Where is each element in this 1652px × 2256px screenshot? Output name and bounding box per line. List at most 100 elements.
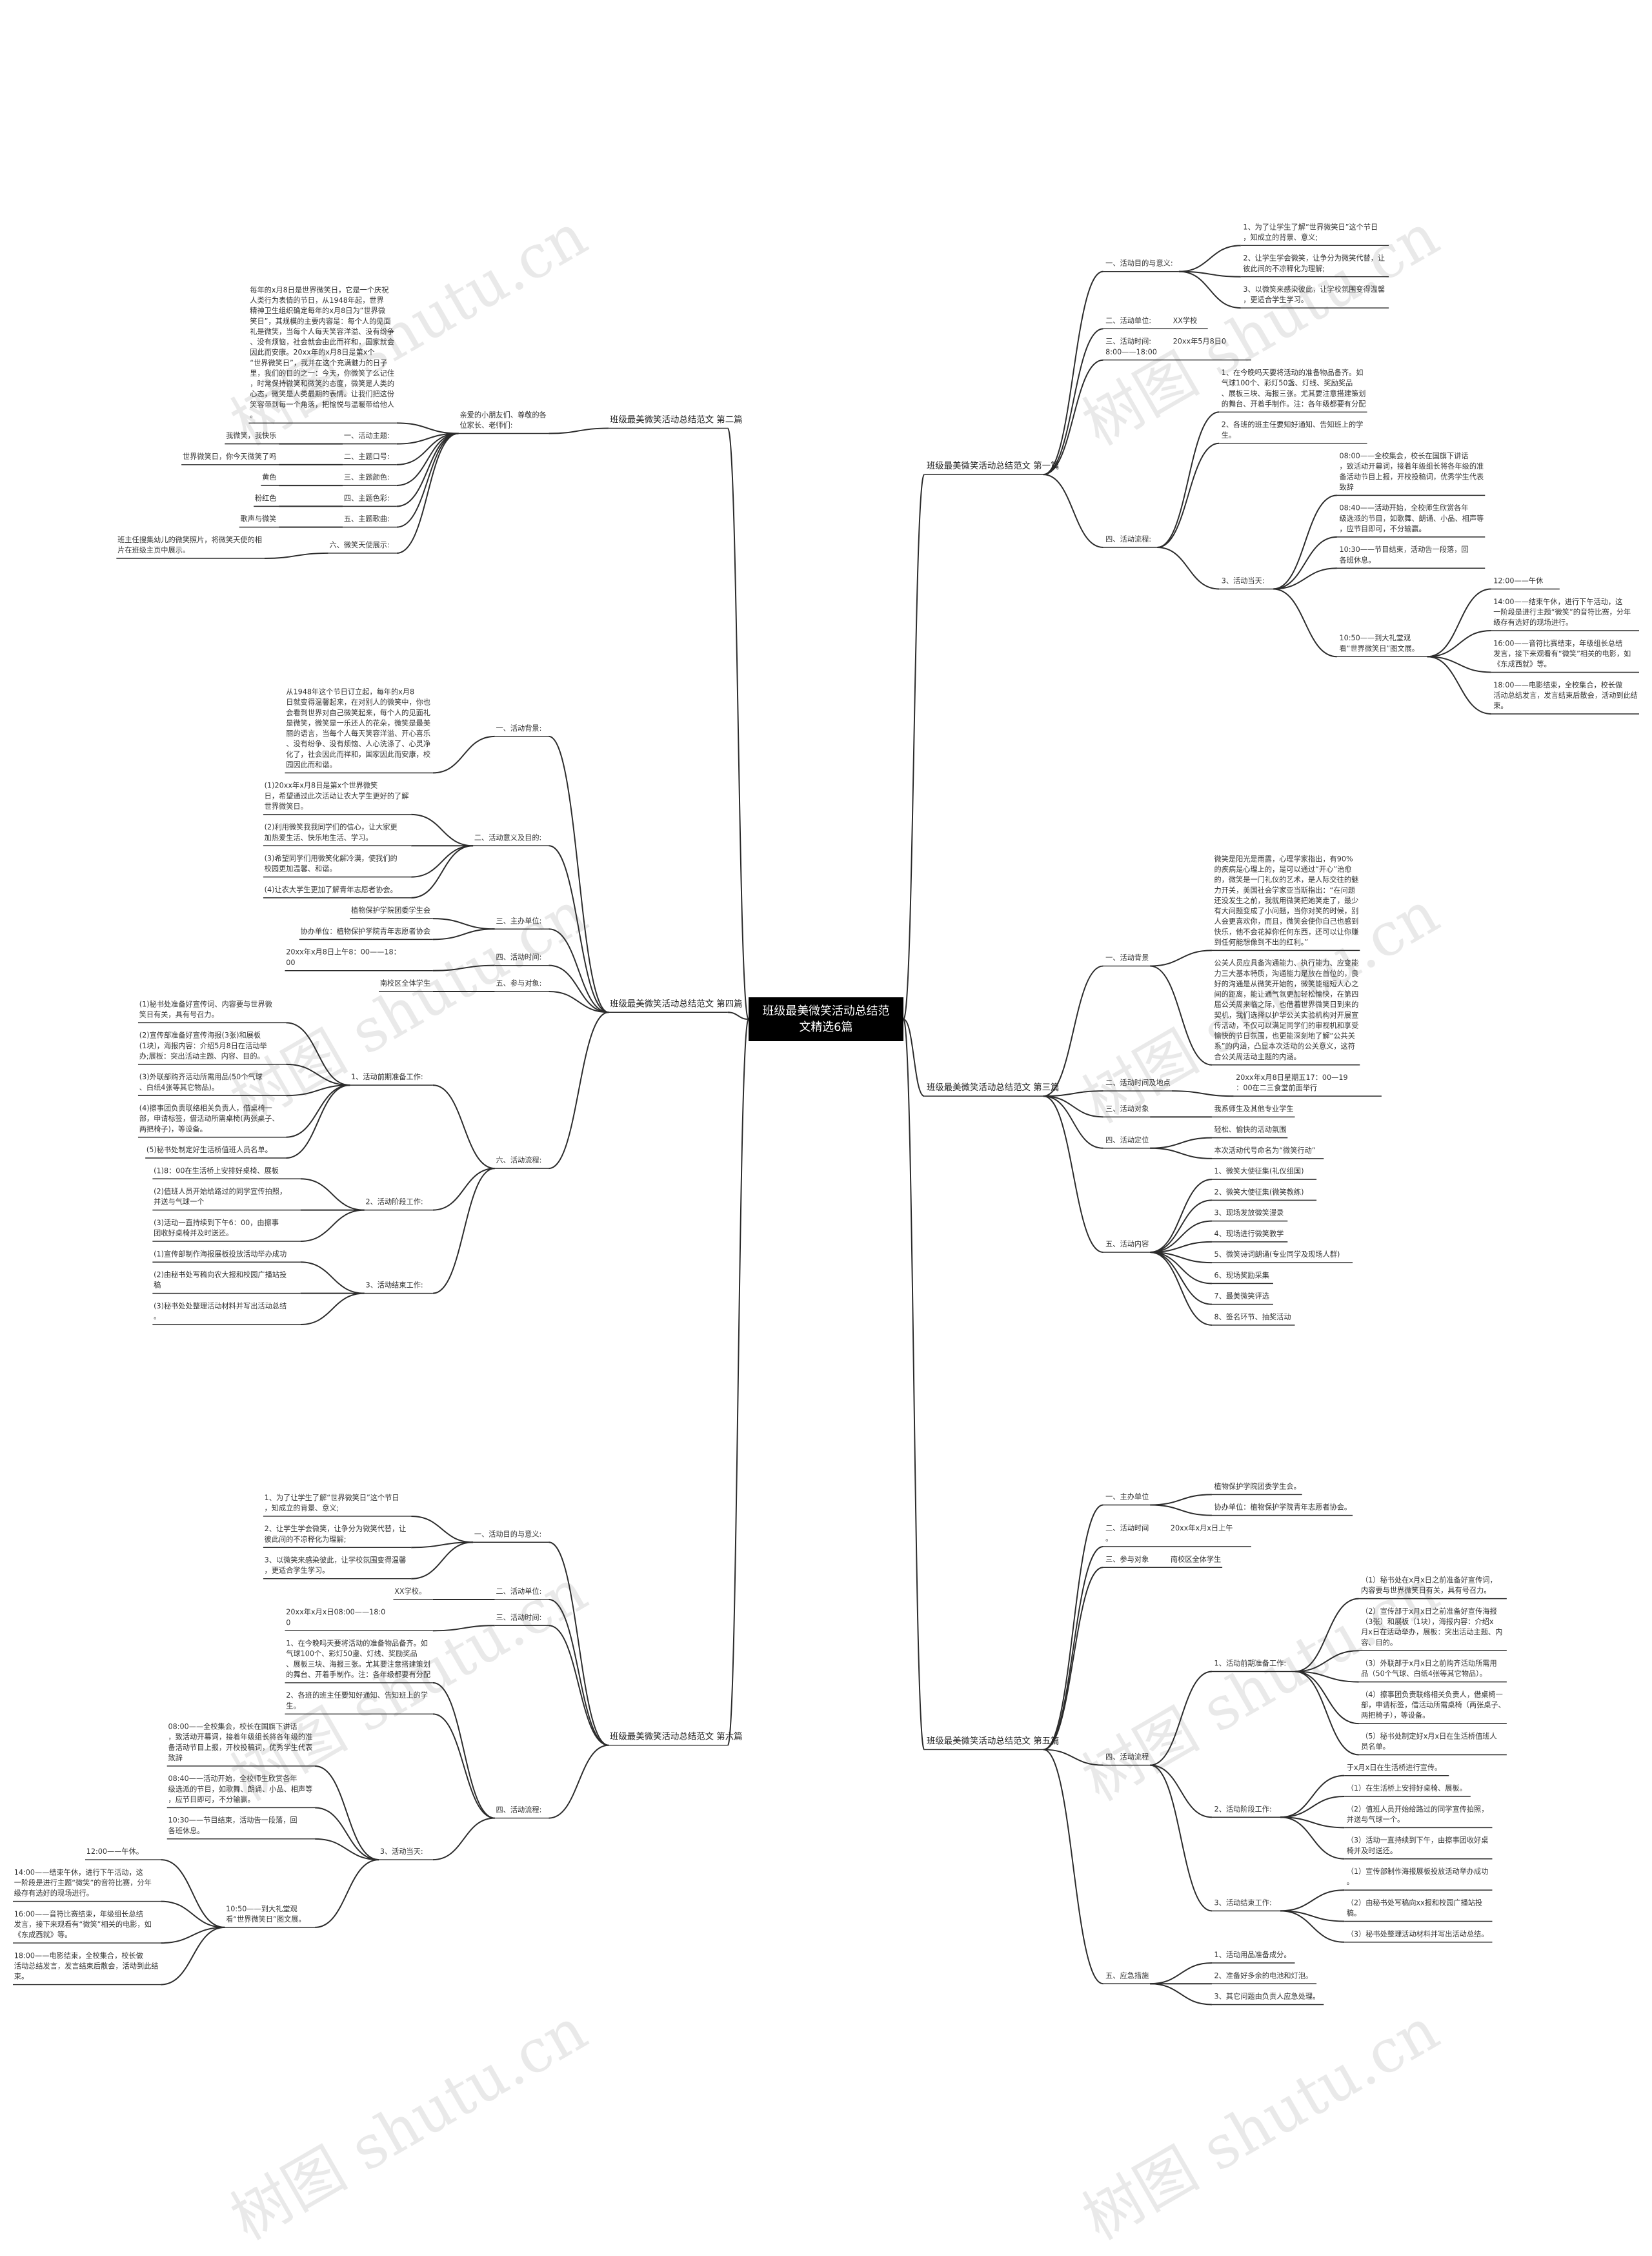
- topic-node[interactable]: 二、活动时间及地点: [1103, 1079, 1172, 1092]
- topic-node[interactable]: 四、活动流程: [1103, 1753, 1151, 1766]
- topic-node[interactable]: 4、现场进行微笑教学: [1211, 1229, 1288, 1243]
- topic-node[interactable]: 南校区全体学生: [379, 979, 433, 992]
- topic-node[interactable]: （1）宣传部制作海报展板投放活动举办成功。: [1344, 1867, 1493, 1891]
- topic-node[interactable]: (2)宣传部准备好宣传海报(3张)和展板(1块)，海报内容：介绍5月8日在活动举…: [137, 1031, 287, 1065]
- topic-node[interactable]: 20xx年x月8日上午8：00——18：00: [285, 948, 433, 971]
- branch-node[interactable]: 班级最美微笑活动总结范文 第四篇: [609, 998, 743, 1013]
- topic-node[interactable]: 四、活动定位: [1103, 1135, 1151, 1149]
- topic-node[interactable]: （1）秘书处在x月x日之前准备好宣传词，内容要与世界微笑日有关，具有号召力。: [1358, 1576, 1507, 1600]
- topic-node[interactable]: 四、活动流程:: [494, 1805, 549, 1819]
- topic-node[interactable]: 我微笑，我快乐: [225, 431, 279, 445]
- topic-node[interactable]: 二、活动时间 20xx年x月x日上午。: [1103, 1523, 1251, 1547]
- topic-node[interactable]: 2、微笑大使征集(微笑教练): [1211, 1187, 1317, 1201]
- topic-node[interactable]: 四、活动时间:: [494, 953, 549, 966]
- topic-node[interactable]: 3、以微笑来感染彼此，让学校氛围变得温馨，更适合学生学习。: [1240, 285, 1389, 309]
- topic-node[interactable]: 14:00——结束午休，进行下午活动，这一阶段是进行主题“微笑”的音符比赛，分年…: [12, 1867, 161, 1902]
- topic-node[interactable]: 16:00——音符比赛结束，年级组长总结发言，接下来观看有“微笑”相关的电影，如…: [1491, 638, 1640, 673]
- topic-node[interactable]: 粉红色: [254, 493, 279, 507]
- topic-node[interactable]: 3、活动当天:: [1219, 576, 1273, 590]
- topic-node[interactable]: 一、活动背景:: [494, 724, 549, 737]
- topic-node[interactable]: 微笑是阳光是雨露，心理学家指出，有90%的疾病是心理上的，是可以通过“开心”治愈…: [1211, 854, 1360, 951]
- topic-node[interactable]: 08:00——全校集会，校长在国旗下讲话，致活动开幕词，接着年级组长将各年级的准…: [1336, 451, 1486, 496]
- topic-node[interactable]: 植物保护学院团委学生会: [350, 906, 433, 919]
- topic-node[interactable]: 世界微笑日，你今天微笑了吗: [181, 452, 279, 465]
- branch-node[interactable]: 班级最美微笑活动总结范文 第一篇: [924, 460, 1059, 475]
- topic-node[interactable]: 2、活动阶段工作:: [1211, 1804, 1281, 1818]
- topic-node[interactable]: (1)宣传部制作海报展板投放活动举办成功: [152, 1249, 301, 1263]
- topic-node[interactable]: 一、活动主题:: [343, 432, 397, 445]
- topic-node[interactable]: XX学校。: [393, 1587, 433, 1600]
- topic-node[interactable]: 3、活动当天:: [379, 1847, 433, 1860]
- topic-node[interactable]: 一、活动背景: [1103, 953, 1151, 967]
- topic-node[interactable]: 我系师生及其他专业学生: [1211, 1104, 1295, 1118]
- topic-node[interactable]: 一、活动目的与意义:: [473, 1529, 549, 1543]
- topic-node[interactable]: 1、在今晚吗天要将活动的准备物品备齐。如气球100个、彩灯50盏、灯线、奖励奖品…: [285, 1639, 433, 1683]
- topic-node[interactable]: 六、活动流程:: [494, 1155, 549, 1169]
- topic-node[interactable]: 12:00——午休。: [85, 1847, 161, 1860]
- topic-node[interactable]: 协办单位：植物保护学院青年志愿者协会: [299, 926, 433, 940]
- topic-node[interactable]: 3、活动结束工作:: [364, 1281, 433, 1294]
- topic-node[interactable]: (4)擦事团负责联络相关负责人，借桌椅一部，申请标签，借活动所需桌椅(两张桌子、…: [137, 1104, 287, 1138]
- topic-node[interactable]: （1）在生活桥上安排好桌椅、展板。: [1344, 1783, 1471, 1797]
- topic-node[interactable]: 3、现场发放微笑漫录: [1211, 1208, 1288, 1222]
- topic-node[interactable]: 1、微笑大使征集(礼仪组国): [1211, 1166, 1317, 1180]
- topic-node[interactable]: 一、活动目的与意义:: [1103, 259, 1179, 272]
- topic-node[interactable]: 五、活动内容: [1103, 1239, 1151, 1253]
- topic-node[interactable]: 本次活动代号命名为“微笑行动”: [1211, 1146, 1324, 1159]
- topic-node[interactable]: 四、主题色彩:: [343, 493, 397, 507]
- topic-node[interactable]: 7、最美微笑评选: [1211, 1292, 1273, 1305]
- topic-node[interactable]: (2)值班人员开始给路过的同学宣传拍照，并送与气球一个: [152, 1187, 301, 1211]
- topic-node[interactable]: (3)秘书处处整理活动材料并写出活动总结。: [152, 1301, 301, 1325]
- topic-node[interactable]: 公关人员应具备沟通能力、执行能力、应变能力三大基本特质，沟通能力是放在首位的，良…: [1211, 959, 1360, 1066]
- topic-node[interactable]: 六、微笑天使展示:: [328, 540, 397, 554]
- topic-node[interactable]: 于x月x日在生活桥进行宣传。: [1344, 1763, 1449, 1776]
- topic-node[interactable]: 6、现场奖励采集: [1211, 1270, 1273, 1285]
- topic-node[interactable]: （2）宣传部于x月x日之前准备好宣传海报（3张）和展板（1块），海报内容：介绍x…: [1358, 1607, 1507, 1651]
- branch-node[interactable]: 班级最美微笑活动总结范文 第五篇: [924, 1735, 1059, 1751]
- topic-node[interactable]: （3）秘书处整理活动材料并写出活动总结。: [1344, 1929, 1493, 1943]
- topic-node[interactable]: 3、以微笑来感染彼此，让学校氛围变得温馨，更适合学生学习。: [263, 1556, 412, 1580]
- topic-node[interactable]: 2、活动阶段工作:: [364, 1197, 433, 1211]
- topic-node[interactable]: 3、活动结束工作:: [1211, 1898, 1281, 1912]
- topic-node[interactable]: 8、签名环节、抽奖活动: [1211, 1312, 1295, 1326]
- topic-node[interactable]: 二、主题口号:: [343, 452, 397, 465]
- branch-node[interactable]: 班级最美微笑活动总结范文 第六篇: [609, 1731, 743, 1746]
- topic-node[interactable]: 08:40——活动开始，全校师生欣赏各年级选派的节目，如歌舞、朗诵、小品、相声等…: [166, 1774, 316, 1809]
- topic-node[interactable]: 2、准备好多余的电池和灯泡。: [1211, 1971, 1317, 1984]
- topic-node[interactable]: （4）擦事团负责联络相关负责人，借桌椅一部，申请标签，借活动所需桌椅（两张桌子、…: [1358, 1690, 1507, 1724]
- topic-node[interactable]: (1)20xx年x月8日是第x个世界微笑日，希望通过此次活动让农大学生更好的了解…: [263, 781, 412, 815]
- topic-node[interactable]: (5)秘书处制定好生活桥值班人员名单。: [145, 1145, 287, 1159]
- root-node[interactable]: 班级最美微笑活动总结范文精选6篇: [748, 997, 904, 1041]
- topic-node[interactable]: 20xx年x月8日星期五17：00—19：00在二三食堂前面举行: [1233, 1073, 1382, 1097]
- topic-node[interactable]: 1、活动前期准备工作:: [350, 1072, 433, 1086]
- topic-node[interactable]: 植物保护学院团委学生会。: [1211, 1481, 1302, 1496]
- topic-node[interactable]: (3)外联部购齐活动所需用品(50个气球、白纸4张等其它物品)。: [137, 1072, 287, 1096]
- topic-node[interactable]: 1、在今晚吗天要将活动的准备物品备齐。如气球100个、彩灯50盏、灯线、奖励奖品…: [1219, 368, 1367, 413]
- topic-node[interactable]: 二、活动单位:: [494, 1587, 549, 1600]
- topic-node[interactable]: 20xx年x月x日08:00——18:00: [285, 1607, 433, 1632]
- topic-node[interactable]: 五、参与对象:: [494, 979, 549, 992]
- topic-node[interactable]: 三、主题颜色:: [343, 473, 397, 486]
- branch-node[interactable]: 班级最美微笑活动总结范文 第二篇: [609, 414, 743, 429]
- topic-node[interactable]: 每年的x月8日是世界微笑日，它是一个庆祝人类行为表情的节日，从1948年起，世界…: [248, 285, 397, 424]
- topic-node[interactable]: (4)让农大学生更加了解青年志愿者协会。: [263, 885, 412, 899]
- topic-node[interactable]: 5、微笑诗词朗诵(专业同学及现场人群): [1211, 1250, 1353, 1263]
- topic-node[interactable]: 12:00——午休: [1491, 577, 1560, 590]
- topic-node[interactable]: 五、应急措施: [1103, 1971, 1151, 1984]
- topic-node[interactable]: 三、活动时间:: [494, 1613, 549, 1626]
- topic-node[interactable]: 14:00——结束午休，进行下午活动，这一阶段是进行主题“微笑”的音符比赛，分年…: [1491, 597, 1640, 631]
